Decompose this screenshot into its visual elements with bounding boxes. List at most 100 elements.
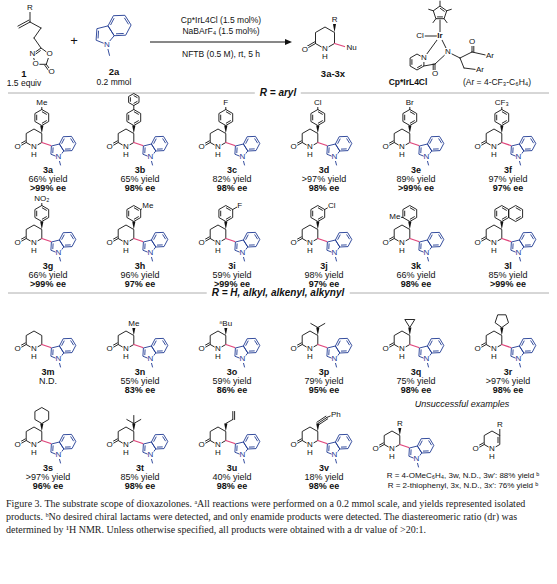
atom-label: O (14, 239, 21, 247)
bond (420, 441, 422, 445)
bond (71, 437, 74, 441)
atom-label: N (147, 451, 154, 459)
bond (52, 148, 53, 153)
bond (502, 143, 511, 146)
bond (249, 350, 254, 351)
compound-number: 3k (411, 262, 421, 271)
bond (525, 148, 530, 149)
atom-label: ⁿBu (219, 320, 233, 328)
bond (338, 437, 340, 441)
ring (311, 110, 325, 126)
atom-label: N (239, 249, 246, 257)
atom-label: N (389, 445, 396, 453)
bond (328, 350, 329, 355)
bond (71, 139, 74, 143)
atom-label: N (489, 445, 496, 453)
catalyst-name: Cp*IrL4Cl (389, 78, 428, 87)
section-note: Unsuccessful examples (415, 400, 510, 409)
ring (417, 438, 433, 453)
atom-label: H (123, 353, 130, 361)
bond (144, 148, 145, 153)
ring (108, 15, 131, 35)
atom-label: Me (389, 213, 401, 221)
atom-label: N (515, 153, 522, 161)
atom-label: N (239, 153, 246, 161)
bond (255, 139, 258, 143)
atom-label: H (491, 247, 498, 255)
bond (42, 345, 51, 348)
bond (133, 106, 134, 110)
compound-number: 3n (135, 368, 146, 377)
bond (144, 350, 145, 355)
bond (447, 9, 452, 11)
atom-label: Me (36, 99, 48, 107)
wedge-bond (500, 126, 503, 134)
ee-value: 83% ee (125, 386, 156, 395)
atom-label: O (106, 239, 113, 247)
amount: 0.2 mmol (97, 78, 132, 87)
bond (347, 437, 350, 441)
bond (128, 211, 129, 216)
atom-label: N (31, 239, 38, 247)
atom-label: H (123, 247, 130, 255)
atom-label: R (396, 420, 403, 428)
bond (502, 217, 506, 219)
bond (62, 341, 64, 345)
bond (418, 65, 422, 67)
atom-label: N (123, 345, 130, 353)
yield: >97% yield (26, 473, 70, 482)
bond (30, 22, 41, 28)
bond (98, 31, 99, 38)
atom-label: H (399, 151, 406, 159)
bond (410, 450, 411, 455)
bond (318, 239, 327, 242)
ring (219, 206, 233, 222)
ring (59, 232, 75, 247)
atom-label: O (382, 143, 389, 151)
ring (151, 136, 167, 151)
ee-value: 98% ee (309, 482, 340, 491)
compound-number: 3h (135, 262, 146, 271)
ring (335, 232, 351, 247)
bond (502, 208, 506, 210)
atom-label: R (27, 4, 34, 12)
reagent: NaBArF₄ (1.5 mol%) (182, 27, 259, 36)
bond (341, 350, 346, 351)
compound-number: 3t (136, 464, 144, 473)
bond (36, 115, 37, 120)
ring (427, 136, 443, 151)
bond (128, 115, 129, 120)
bond (439, 235, 442, 239)
atom-label: NO₂ (34, 195, 50, 203)
bond (440, 1, 441, 6)
compound-number: 3p (319, 368, 330, 377)
atom-label: Nu (346, 44, 357, 52)
result-note: R = 4-OMeC₆H₄, 3w, N.D., 3w': 88% yield … (387, 472, 540, 480)
ring (427, 338, 443, 353)
bond (496, 115, 497, 120)
bond (255, 235, 258, 239)
wedge-bond (40, 126, 43, 134)
atom-label: O (474, 239, 481, 247)
wedge-bond (132, 424, 135, 432)
wedge-bond (224, 126, 227, 134)
bond (255, 341, 258, 345)
atom-label: O (301, 46, 308, 54)
wedge-bond (224, 328, 227, 336)
atom-label: Cl (314, 99, 323, 107)
atom-label: H (322, 53, 329, 61)
arrow-head (285, 39, 292, 45)
bond (127, 420, 134, 424)
atom-label: H (491, 353, 498, 361)
atom-label: O (290, 143, 297, 151)
bond (226, 112, 230, 114)
bond (226, 441, 235, 444)
ee-value: 98% ee (217, 184, 248, 193)
bond (410, 217, 414, 219)
bond (134, 441, 143, 444)
bond (516, 208, 520, 210)
bond (317, 416, 326, 422)
bond (134, 112, 138, 114)
bond (125, 18, 129, 24)
atom-label: O (372, 445, 379, 453)
